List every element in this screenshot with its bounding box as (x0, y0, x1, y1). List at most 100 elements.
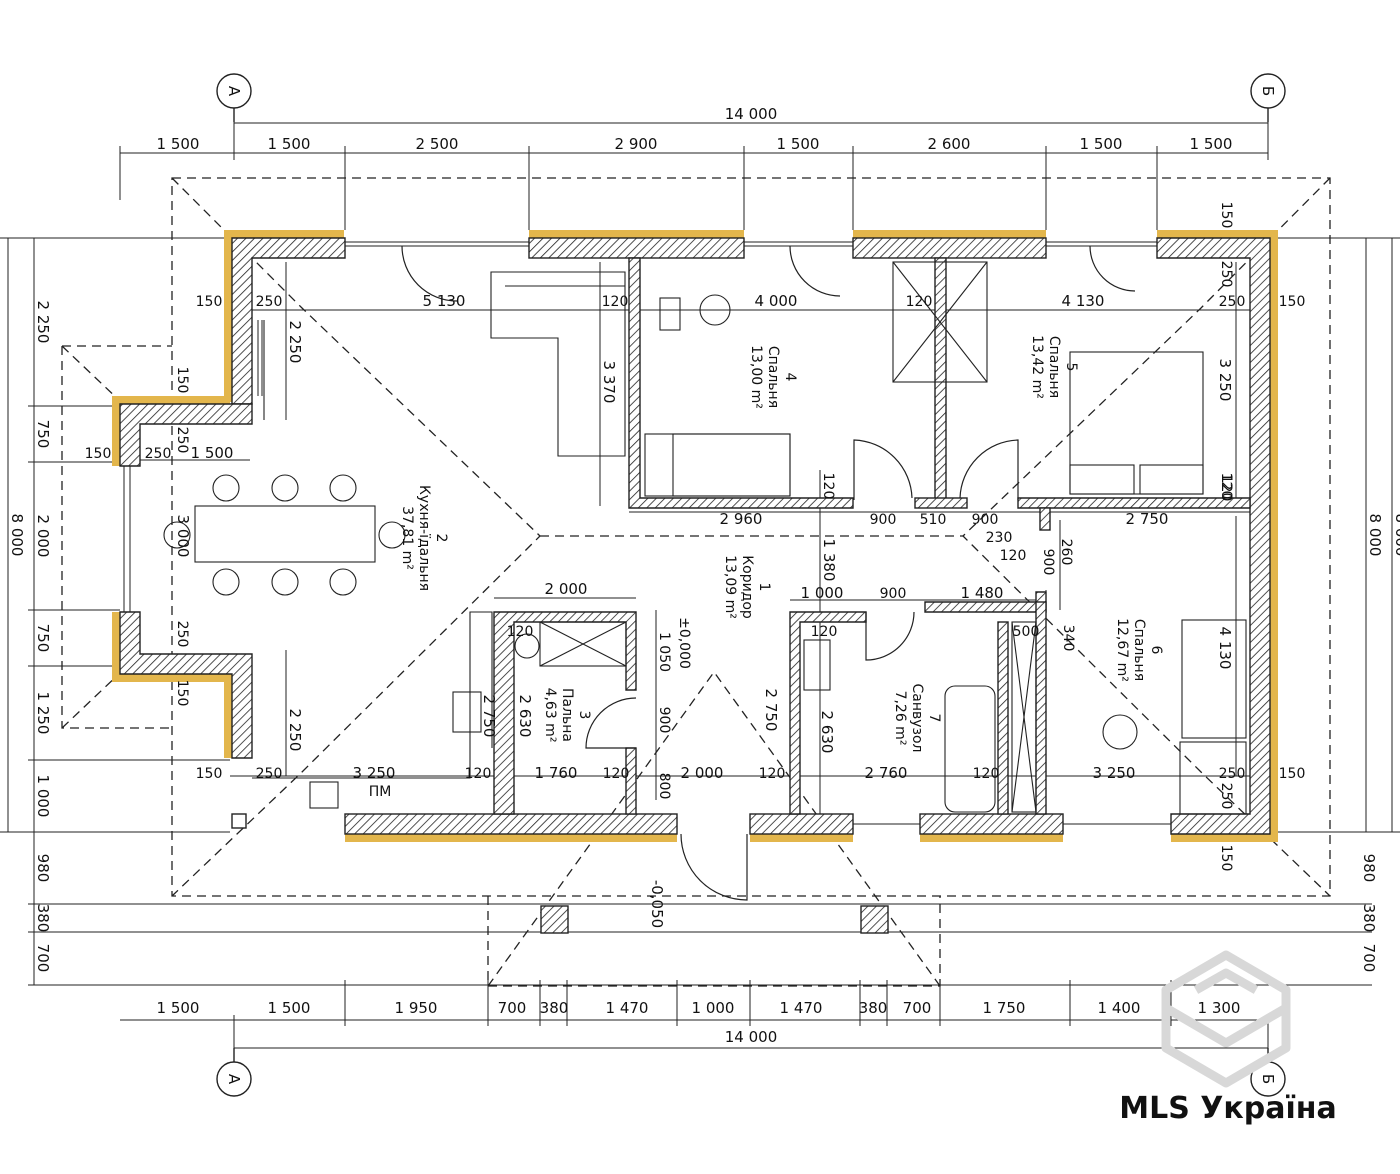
axis-label-a-top: А (225, 86, 243, 97)
svg-text:2 000: 2 000 (34, 515, 52, 558)
svg-text:120: 120 (973, 766, 1000, 782)
svg-text:380: 380 (34, 904, 52, 933)
axis-label-b-bottom: Б (1259, 1074, 1277, 1084)
svg-text:13,09 m²: 13,09 m² (722, 555, 738, 619)
svg-text:Кухня-їдальня: Кухня-їдальня (416, 485, 432, 591)
svg-text:Спальня: Спальня (1131, 619, 1147, 681)
walls (119, 237, 1271, 835)
svg-text:3 250: 3 250 (353, 764, 396, 782)
interior-dims: 5 130 4 000 4 130 150 250 120 120 250 15… (85, 202, 1306, 929)
svg-text:3 370: 3 370 (600, 361, 618, 404)
dimension-lines (0, 105, 1400, 1060)
overall-right-dim: 8 000 (1366, 514, 1384, 557)
svg-text:900: 900 (972, 512, 999, 528)
svg-text:1: 1 (756, 583, 772, 592)
room-3-label: 3 Пальна 4,63 m² (542, 688, 592, 743)
svg-text:230: 230 (986, 530, 1013, 546)
svg-text:2 250: 2 250 (286, 321, 304, 364)
svg-text:120: 120 (811, 624, 838, 640)
svg-text:Спальня: Спальня (1046, 336, 1062, 398)
svg-text:380: 380 (540, 999, 569, 1017)
svg-text:250: 250 (256, 766, 283, 782)
svg-text:2 960: 2 960 (720, 510, 763, 528)
svg-text:340: 340 (1060, 625, 1076, 652)
svg-text:Спальня: Спальня (765, 346, 781, 408)
svg-text:120: 120 (507, 624, 534, 640)
svg-text:1 500: 1 500 (157, 999, 200, 1017)
svg-text:1 500: 1 500 (157, 135, 200, 153)
room-7-label: 7 Санвузол 7,26 m² (892, 683, 942, 752)
svg-text:250: 250 (145, 446, 172, 462)
svg-text:800: 800 (656, 773, 672, 800)
svg-text:250: 250 (174, 427, 190, 454)
room-5-label: 5 Спальня 13,42 m² (1029, 335, 1079, 399)
svg-text:260: 260 (1058, 539, 1074, 566)
svg-text:1 500: 1 500 (268, 999, 311, 1017)
svg-text:3: 3 (576, 711, 592, 720)
room-2-label: 2 Кухня-їдальня 37,81 m² (399, 485, 449, 591)
svg-text:120: 120 (820, 473, 836, 500)
svg-text:-0,050: -0,050 (648, 880, 666, 928)
axis-label-b-top: Б (1259, 86, 1277, 96)
svg-text:2 000: 2 000 (681, 764, 724, 782)
svg-text:1 380: 1 380 (820, 539, 838, 582)
svg-text:±0,000: ±0,000 (676, 617, 692, 669)
svg-text:150: 150 (1218, 845, 1234, 872)
svg-text:1 750: 1 750 (983, 999, 1026, 1017)
svg-text:2 250: 2 250 (286, 709, 304, 752)
svg-text:250: 250 (1219, 294, 1246, 310)
svg-text:7,26 m²: 7,26 m² (892, 691, 908, 746)
windows (123, 241, 1171, 825)
svg-text:2 750: 2 750 (1126, 510, 1169, 528)
svg-text:700: 700 (1360, 944, 1378, 973)
svg-text:1 500: 1 500 (268, 135, 311, 153)
overall-bottom-dim: 14 000 (725, 1028, 778, 1046)
svg-text:4,63 m²: 4,63 m² (542, 688, 558, 743)
svg-text:120: 120 (906, 294, 933, 310)
svg-text:13,42 m²: 13,42 m² (1029, 335, 1045, 399)
svg-text:510: 510 (920, 512, 947, 528)
svg-text:1 760: 1 760 (535, 764, 578, 782)
room-6-label: 6 Спальня 12,67 m² (1114, 618, 1164, 682)
svg-text:380: 380 (1360, 904, 1378, 933)
svg-text:1 000: 1 000 (801, 584, 844, 602)
svg-text:ПМ: ПМ (369, 784, 392, 800)
axis-label-a-bottom: А (225, 1074, 243, 1085)
svg-text:150: 150 (85, 446, 112, 462)
svg-text:3 250: 3 250 (1216, 359, 1234, 402)
svg-text:1 400: 1 400 (1098, 999, 1141, 1017)
svg-text:980: 980 (1360, 854, 1378, 883)
svg-text:37,81 m²: 37,81 m² (399, 506, 415, 570)
svg-text:1 950: 1 950 (395, 999, 438, 1017)
svg-text:750: 750 (34, 420, 52, 449)
svg-text:2 630: 2 630 (818, 711, 836, 754)
svg-text:250: 250 (1218, 783, 1234, 810)
svg-text:2 600: 2 600 (928, 135, 971, 153)
svg-text:1 480: 1 480 (961, 584, 1004, 602)
svg-text:250: 250 (256, 294, 283, 310)
svg-text:1 470: 1 470 (780, 999, 823, 1017)
svg-text:2 750: 2 750 (762, 689, 780, 732)
svg-text:500: 500 (1013, 624, 1040, 640)
svg-text:700: 700 (903, 999, 932, 1017)
svg-text:150: 150 (1218, 202, 1234, 229)
svg-text:120: 120 (602, 294, 629, 310)
svg-text:980: 980 (34, 854, 52, 883)
svg-text:120: 120 (1000, 548, 1027, 564)
bottom-dim-chain: 1 500 1 500 1 950 700 380 1 470 1 000 1 … (157, 999, 1241, 1017)
svg-text:1 300: 1 300 (1198, 999, 1241, 1017)
svg-text:150: 150 (174, 680, 190, 707)
svg-text:120: 120 (1218, 473, 1234, 500)
svg-text:150: 150 (1279, 294, 1306, 310)
svg-text:5 130: 5 130 (423, 292, 466, 310)
mls-logo (1161, 950, 1291, 1088)
svg-text:250: 250 (1219, 766, 1246, 782)
svg-text:1 470: 1 470 (606, 999, 649, 1017)
svg-text:900: 900 (880, 586, 907, 602)
svg-text:250: 250 (174, 621, 190, 648)
svg-text:900: 900 (870, 512, 897, 528)
svg-text:4 130: 4 130 (1062, 292, 1105, 310)
axis-markers (216, 73, 1286, 1097)
svg-text:120: 120 (603, 766, 630, 782)
